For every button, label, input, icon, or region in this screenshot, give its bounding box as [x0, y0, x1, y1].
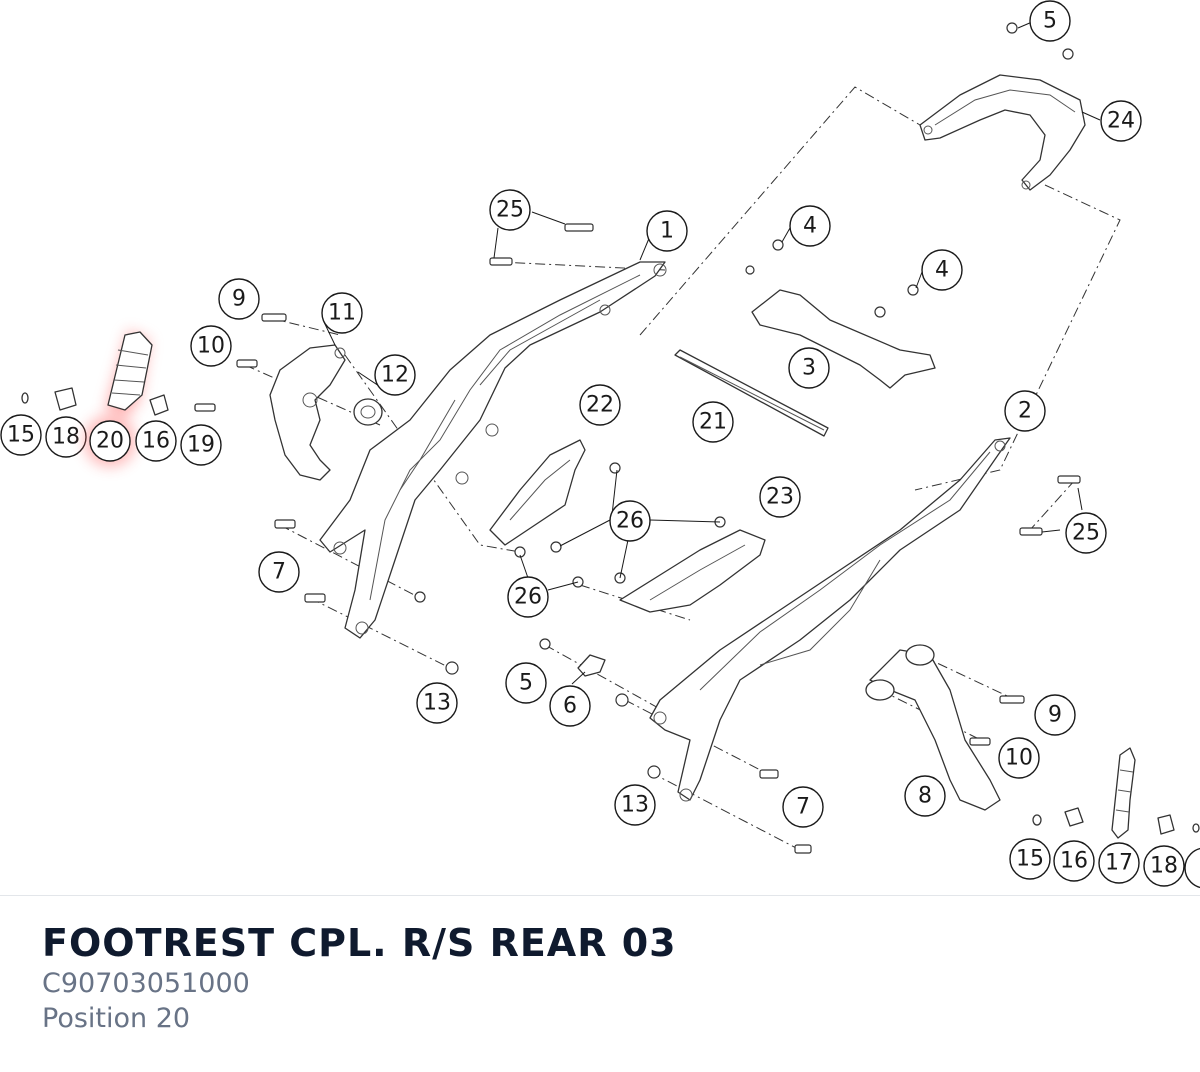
callout-11: 11: [321, 292, 363, 334]
part-number: C90703051000: [42, 968, 250, 999]
frame-part-2: [649, 437, 1011, 802]
callout-18-right: 18: [1143, 845, 1185, 887]
frame-part-1: [319, 261, 667, 639]
svg-text:7: 7: [796, 795, 810, 820]
callout-1: 1: [646, 210, 688, 252]
callout-2: 2: [1004, 390, 1046, 432]
svg-text:24: 24: [1107, 109, 1135, 134]
svg-text:13: 13: [423, 691, 451, 716]
svg-text:4: 4: [803, 214, 817, 239]
svg-text:15: 15: [1016, 847, 1044, 872]
strip-part-21: [674, 349, 829, 437]
svg-text:15: 15: [7, 423, 35, 448]
callout-26-middle: 26: [609, 500, 651, 542]
footrest-part-20-highlighted: [105, 330, 153, 420]
callout-5-top: 5: [1029, 0, 1071, 42]
svg-text:21: 21: [699, 410, 727, 435]
callout-13-right: 13: [614, 784, 656, 826]
part-position: Position 20: [42, 1003, 191, 1034]
svg-text:16: 16: [1060, 849, 1088, 874]
small-hardware: [21, 22, 1200, 854]
rear-bracket-part-24: [919, 74, 1086, 191]
bracket-part-11: [269, 344, 346, 481]
svg-text:19: 19: [187, 433, 215, 458]
svg-text:23: 23: [766, 485, 794, 510]
svg-text:10: 10: [1005, 746, 1033, 771]
callout-15-right: 15: [1009, 838, 1051, 880]
callout-6: 6: [549, 685, 591, 727]
callout-16-left: 16: [135, 420, 177, 462]
callout-3: 3: [788, 347, 830, 389]
section-divider: [0, 895, 1200, 896]
callout-19: 19: [180, 424, 222, 466]
exploded-parts-diagram: 5 24 25 1 4 4 9 11 10 12 3 22 21 2 15 18…: [0, 0, 1200, 889]
svg-text:22: 22: [586, 393, 614, 418]
svg-text:6: 6: [563, 694, 577, 719]
svg-text:13: 13: [621, 793, 649, 818]
svg-text:26: 26: [514, 585, 542, 610]
callout-4-upper: 4: [789, 205, 831, 247]
svg-text:5: 5: [519, 671, 533, 696]
svg-text:2: 2: [1018, 399, 1032, 424]
callout-20-highlighted: 20: [84, 415, 136, 467]
bracket-part-8: [865, 644, 1001, 811]
svg-text:11: 11: [328, 301, 356, 326]
svg-text:16: 16: [142, 429, 170, 454]
svg-text:4: 4: [935, 258, 949, 283]
svg-text:9: 9: [232, 287, 246, 312]
callout-12: 12: [374, 354, 416, 396]
callout-4-lower: 4: [921, 249, 963, 291]
callouts: 5 24 25 1 4 4 9 11 10 12 3 22 21 2 15 18…: [0, 0, 1200, 889]
svg-text:26: 26: [616, 509, 644, 534]
bearing-part-12: [353, 398, 383, 426]
callout-17: 17: [1098, 842, 1140, 884]
callout-26-lower: 26: [507, 576, 549, 618]
svg-text:18: 18: [52, 425, 80, 450]
svg-text:20: 20: [96, 429, 124, 454]
callout-8: 8: [904, 775, 946, 817]
callout-24: 24: [1100, 100, 1142, 142]
footrest-part-17: [1111, 747, 1136, 839]
callout-7-left: 7: [258, 551, 300, 593]
callout-25-right: 25: [1065, 512, 1107, 554]
svg-text:10: 10: [197, 334, 225, 359]
callout-16-right: 16: [1053, 840, 1095, 882]
svg-text:1: 1: [660, 219, 674, 244]
callout-10-right: 10: [998, 737, 1040, 779]
clip-part-6: [577, 654, 606, 677]
callout-5-lower: 5: [505, 662, 547, 704]
cover-part-22: [489, 439, 586, 546]
svg-text:5: 5: [1043, 9, 1057, 34]
svg-text:9: 9: [1048, 703, 1062, 728]
svg-text:3: 3: [802, 356, 816, 381]
callout-7-right: 7: [782, 786, 824, 828]
part-info: FOOTREST CPL. R/S REAR 03 C90703051000 P…: [42, 920, 1162, 1036]
callout-9-left: 9: [218, 278, 260, 320]
svg-text:12: 12: [381, 363, 409, 388]
svg-text:7: 7: [272, 560, 286, 585]
callout-25-top: 25: [489, 189, 531, 231]
callout-10-left: 10: [190, 325, 232, 367]
callout-21: 21: [692, 401, 734, 443]
cover-part-23: [619, 529, 766, 613]
plate-part-3: [751, 289, 936, 389]
callout-9-right: 9: [1034, 694, 1076, 736]
callout-22: 22: [579, 384, 621, 426]
svg-text:25: 25: [1072, 521, 1100, 546]
svg-text:17: 17: [1105, 851, 1133, 876]
callout-18-left: 18: [45, 416, 87, 458]
svg-text:25: 25: [496, 198, 524, 223]
callout-13-left: 13: [416, 682, 458, 724]
part-title: FOOTREST CPL. R/S REAR 03: [42, 921, 677, 965]
callout-23: 23: [759, 476, 801, 518]
svg-text:8: 8: [918, 784, 932, 809]
svg-text:18: 18: [1150, 854, 1178, 879]
callout-15-left: 15: [0, 414, 42, 456]
callout-19-right-partial: [1184, 847, 1200, 889]
